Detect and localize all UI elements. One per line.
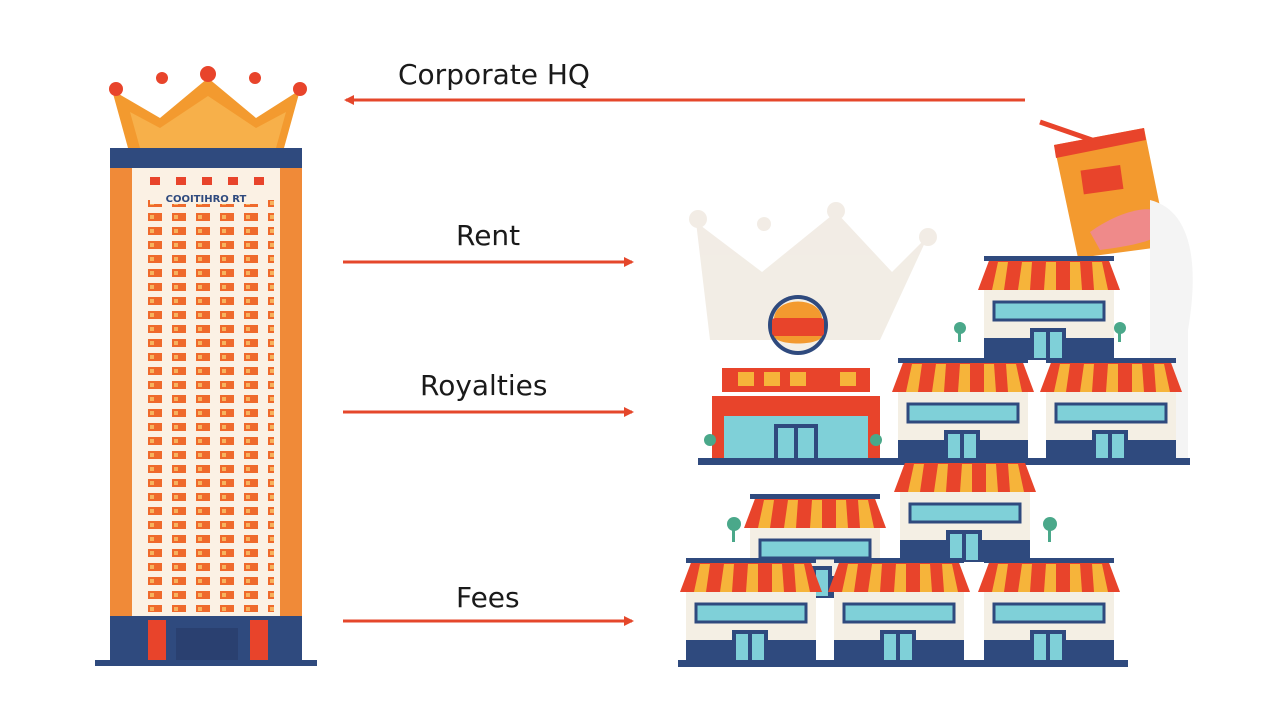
shop-icon	[678, 556, 824, 664]
shop-icon	[890, 356, 1036, 464]
shop-icon	[1038, 356, 1184, 464]
faded-crown-icon	[689, 202, 937, 340]
shop-icon	[976, 556, 1122, 664]
corporate-hq-tower: COOITIHRO RT	[95, 66, 317, 666]
shop-icon	[892, 456, 1038, 564]
royalties-label: Royalties	[420, 369, 548, 402]
fees-label: Fees	[456, 581, 520, 614]
hq-sign-text: COOITIHRO RT	[166, 194, 247, 205]
crown-icon	[109, 66, 307, 148]
rent-label: Rent	[456, 219, 521, 252]
flagship-restaurant	[704, 295, 882, 460]
corporate-hq-label: Corporate HQ	[398, 58, 590, 91]
shop-icon	[826, 556, 972, 664]
shop-icon	[976, 254, 1122, 362]
burger-logo-icon	[768, 295, 828, 355]
lower-restaurant-cluster	[678, 456, 1128, 667]
